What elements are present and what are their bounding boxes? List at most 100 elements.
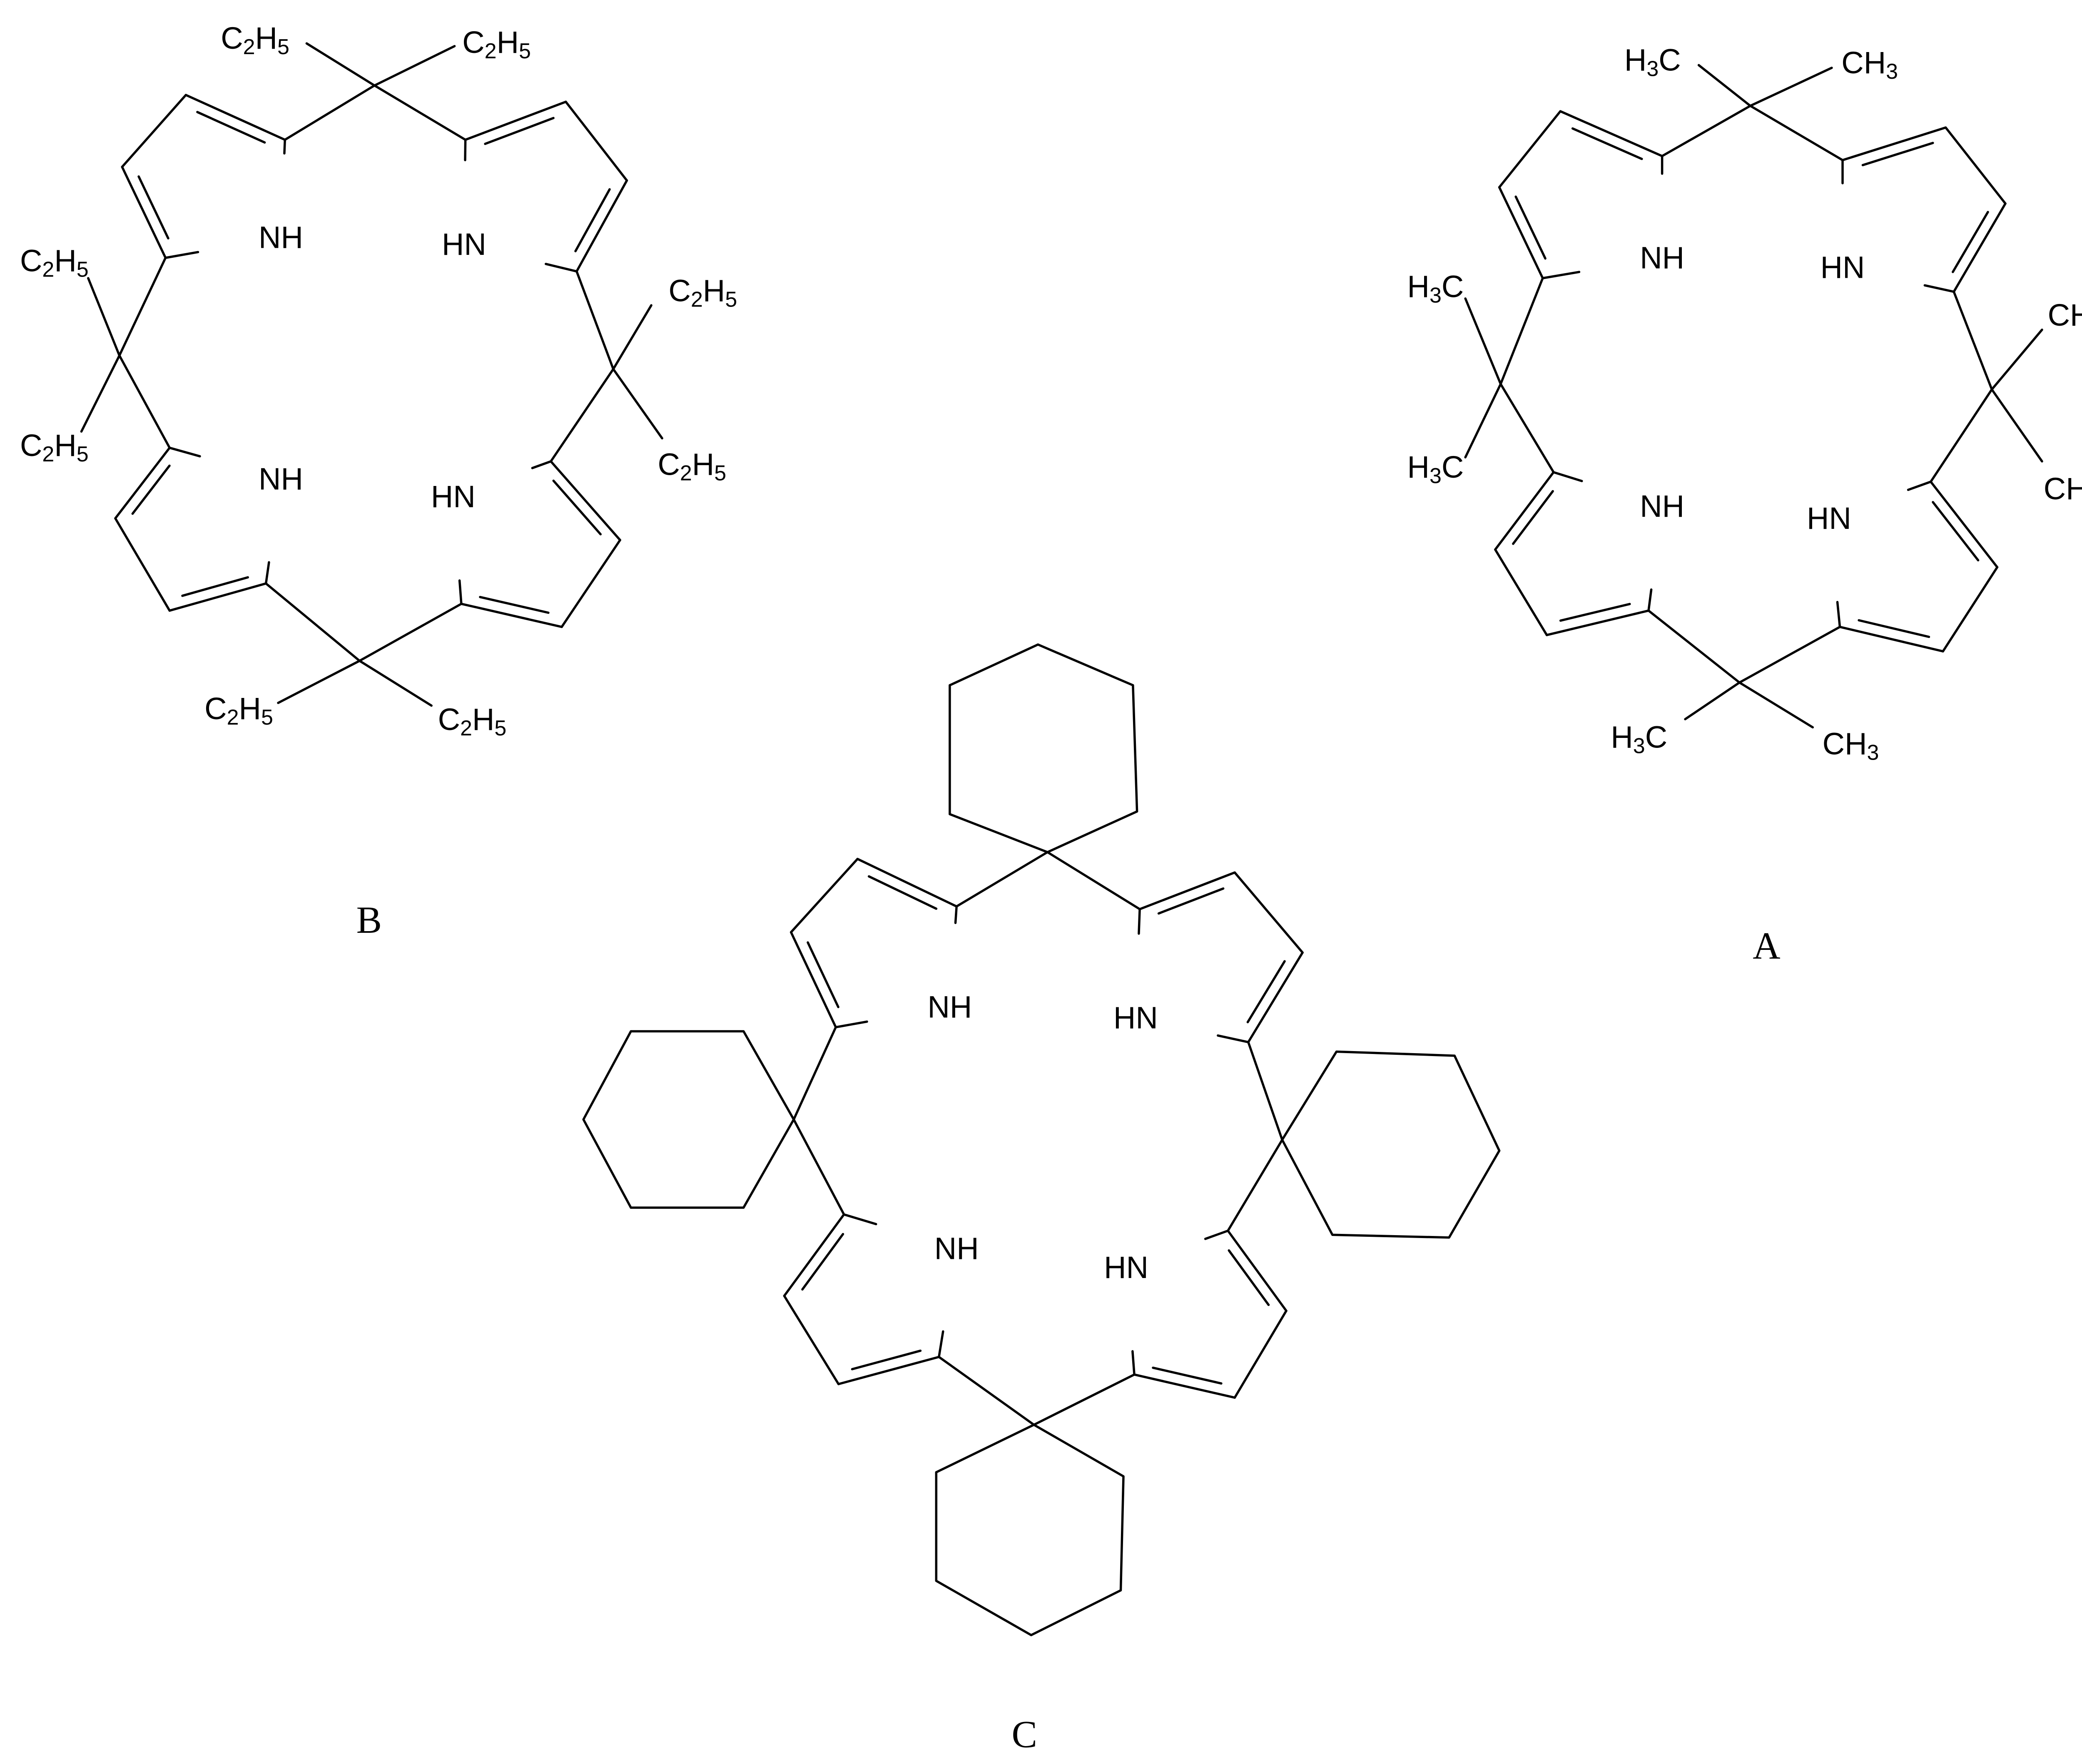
pyrrole-bond — [121, 94, 187, 168]
atom-symbol: C — [1442, 449, 1464, 484]
cyclohexane-ring-outline — [1281, 1050, 1501, 1239]
meso-bond — [575, 270, 615, 371]
double-bond-line — [552, 479, 602, 536]
pyrrole-bond — [1836, 601, 1841, 628]
atom-symbol: H — [1407, 269, 1430, 304]
double-bond-line — [181, 576, 249, 597]
pyrrole-bond — [1498, 110, 1562, 189]
pyrrole-bond — [1559, 110, 1664, 157]
atom-symbol: H — [239, 691, 261, 725]
atom-label: C2H5 — [657, 447, 726, 486]
pyrrole-bond — [938, 1330, 944, 1358]
nh-label: HN — [1113, 1000, 1158, 1035]
nh-label: NH — [934, 1231, 979, 1266]
atom-symbol: C — [438, 702, 460, 736]
atom-symbol: H — [497, 25, 519, 60]
double-bond-line — [851, 1349, 922, 1370]
pyrrole-bond — [1930, 481, 1999, 568]
subscript: 5 — [725, 287, 737, 311]
substituent-bond — [1990, 329, 2043, 391]
double-bond-line — [1861, 142, 1934, 167]
pyrrole-bond — [565, 100, 628, 182]
pyrrole-ring: NH — [1498, 110, 1684, 279]
panel-label: C — [1011, 1713, 1037, 1755]
pyrrole-bond — [1494, 471, 1555, 551]
meso-bond — [1647, 609, 1741, 684]
cyclohexane-ring — [582, 1030, 795, 1209]
pyrrole-bond — [531, 460, 552, 469]
substituent-bond — [1749, 67, 1833, 107]
subscript: 2 — [42, 442, 54, 466]
atom-label: CH3 — [2044, 471, 2082, 510]
atom-symbol: C — [669, 273, 691, 308]
pyrrole-bond — [1923, 284, 1955, 293]
pyrrole-bond — [1138, 871, 1236, 910]
atom-label: H3C — [1624, 42, 1681, 81]
pyrrole-bond — [1942, 566, 1999, 653]
nh-label: NH — [1640, 489, 1684, 523]
meso-bond — [264, 582, 361, 662]
pyrrole-bond — [1952, 202, 2007, 293]
pyrrole-bond — [1647, 588, 1653, 612]
pyrrole-bond — [1233, 1309, 1288, 1399]
pyrrole-bond — [1138, 908, 1141, 935]
substituent-bond — [373, 45, 456, 87]
pyrrole-bond — [954, 905, 958, 924]
subscript: 5 — [77, 258, 89, 282]
atom-symbol: H — [54, 243, 76, 278]
subscript: 3 — [1646, 57, 1659, 81]
pyrrole-bond — [114, 446, 171, 520]
double-bond-line — [484, 117, 555, 145]
subscript: 5 — [277, 35, 289, 59]
substituent-bond — [1464, 297, 1502, 385]
atom-symbol: C — [1645, 720, 1667, 754]
double-bond-line — [807, 941, 839, 1009]
panel-label: B — [356, 899, 382, 941]
pyrrole-bond — [464, 138, 467, 162]
pyrrole-ring: HN — [1807, 481, 1999, 653]
atom-symbol: H — [692, 447, 714, 481]
subscript: 5 — [519, 39, 531, 63]
pyrrole-bond — [164, 251, 199, 259]
atom-label: H3C — [1407, 449, 1464, 488]
meso-bond — [1247, 1041, 1284, 1141]
meso-bond — [955, 851, 1049, 908]
atom-label: C2H5 — [20, 428, 89, 466]
double-bond-line — [1157, 887, 1225, 915]
substituent-bond — [1684, 681, 1741, 720]
atom-label: C2H5 — [438, 702, 507, 740]
atom-label: C2H5 — [20, 243, 89, 282]
double-bond-line — [1228, 1249, 1270, 1306]
meso-bond — [1499, 383, 1555, 473]
nh-label: HN — [1104, 1250, 1148, 1285]
subscript: 3 — [1430, 464, 1442, 488]
double-bond-line — [1952, 211, 1989, 273]
pyrrole-bond — [168, 582, 267, 612]
meso-bond — [1749, 105, 1844, 162]
pyrrole-bond — [783, 1213, 845, 1297]
meso-bond — [284, 84, 376, 141]
pyrrole-bond — [783, 1295, 840, 1385]
atom-symbol: H — [472, 702, 494, 736]
panel-label: A — [1753, 924, 1780, 967]
pyrrole-ring: NH — [121, 94, 303, 259]
meso-bond — [550, 368, 615, 463]
atom-symbol: H — [54, 428, 76, 462]
meso-bond — [1033, 1373, 1136, 1426]
nh-label: HN — [431, 479, 476, 514]
double-bond-line — [1559, 603, 1631, 622]
atom-label: C2H5 — [204, 691, 273, 730]
pyrrole-bond — [168, 446, 201, 458]
pyrrole-ring: NH — [114, 446, 303, 612]
atom-symbol: H — [1611, 720, 1633, 754]
pyrrole-bond — [1247, 951, 1304, 1044]
meso-bond — [1738, 625, 1841, 684]
cyclohexane-ring — [949, 643, 1138, 854]
atom-label: C2H5 — [462, 25, 531, 63]
substituent-bond — [305, 42, 376, 87]
pyrrole-bond — [545, 263, 578, 273]
pyrrole-bond — [550, 460, 621, 541]
subscript: 3 — [1430, 284, 1442, 308]
pyrrole-bond — [837, 1355, 940, 1385]
